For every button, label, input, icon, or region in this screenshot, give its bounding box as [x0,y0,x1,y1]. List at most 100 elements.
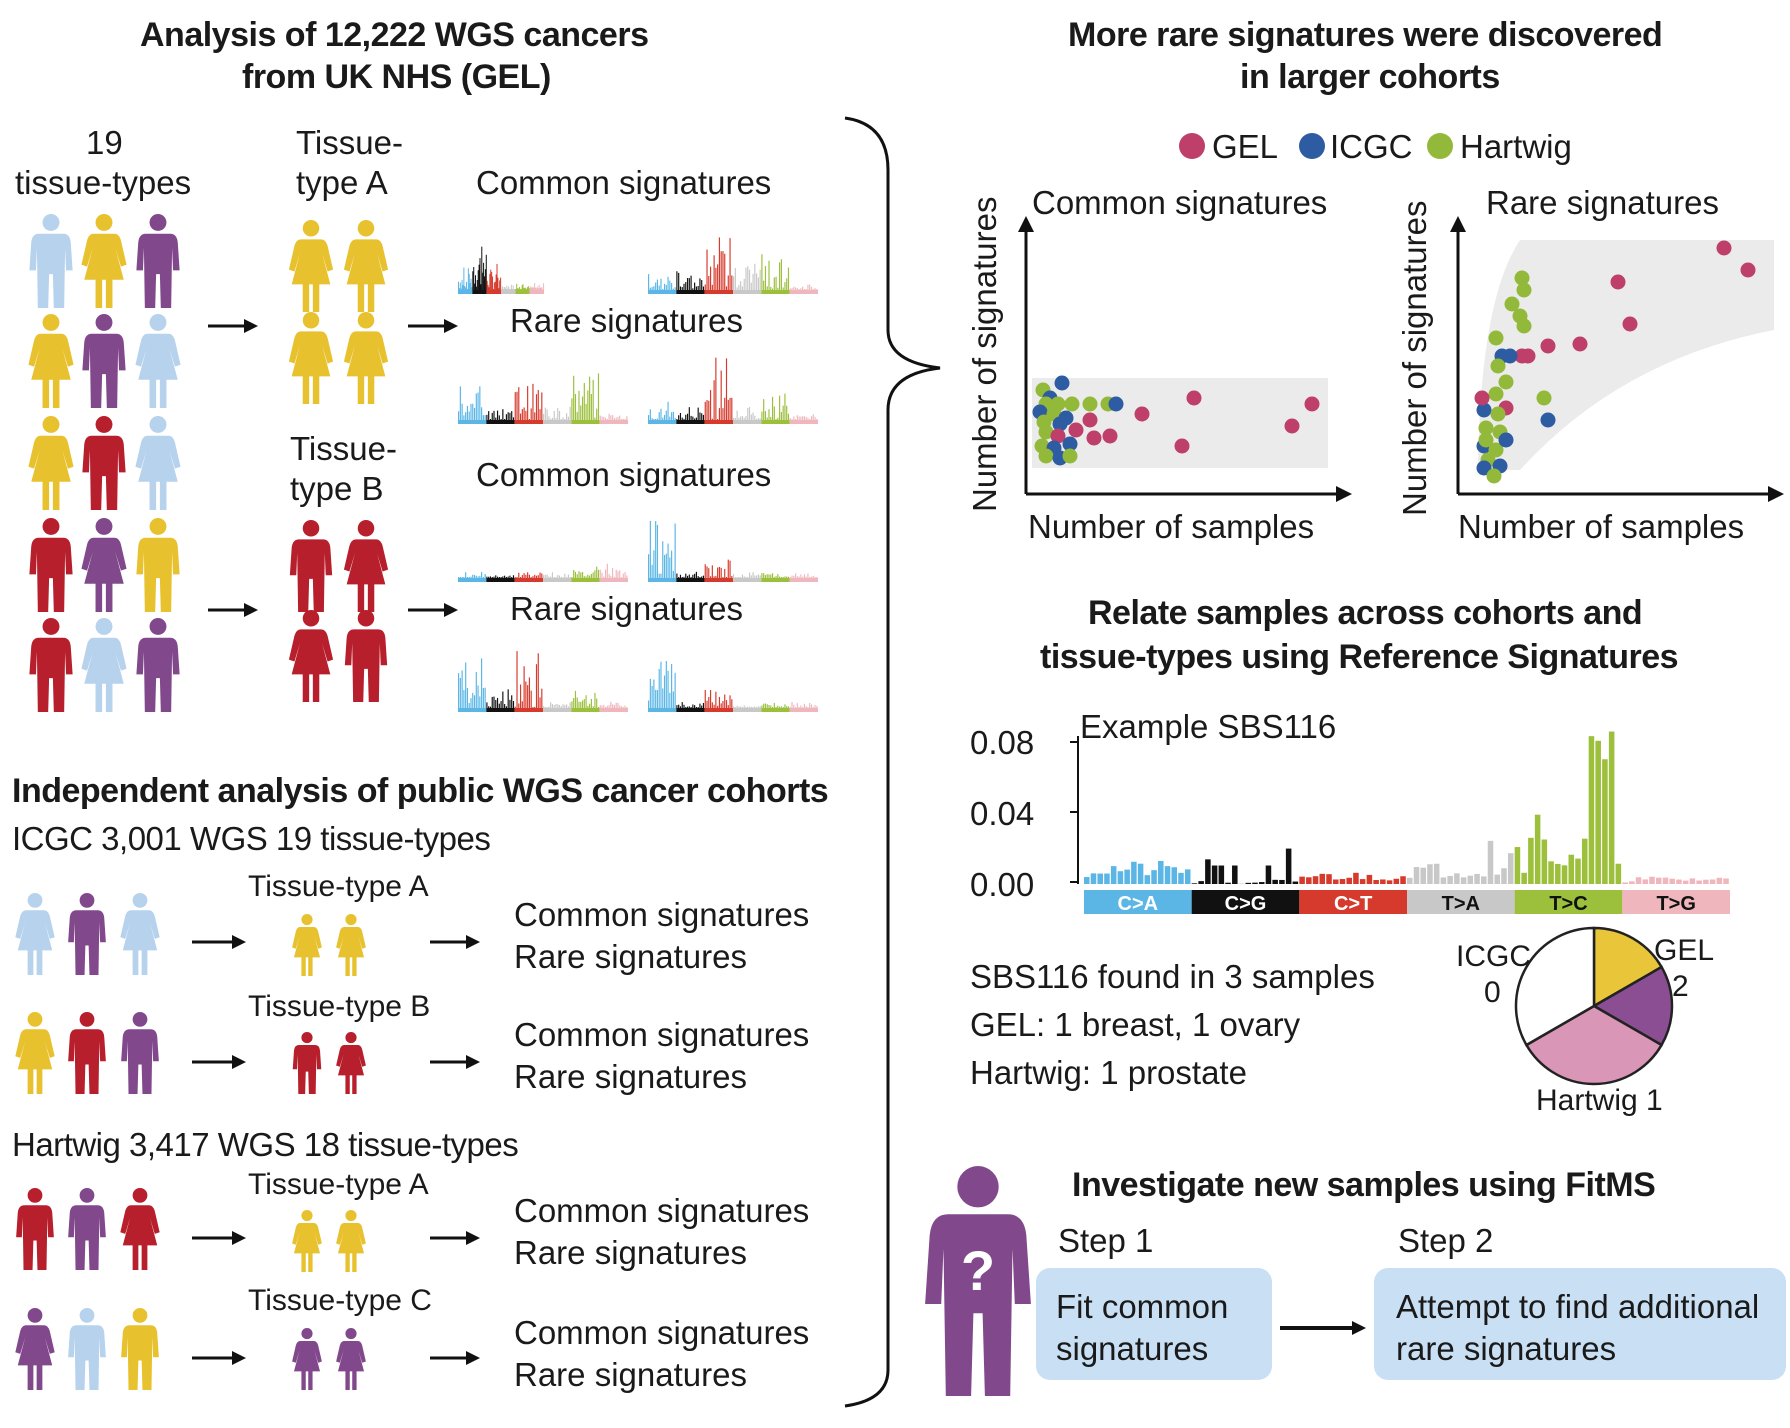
rare-scatter-point [1490,358,1506,374]
spectrum-common-b2-axis-segment [704,578,733,582]
spectrum-common-b1-bar [548,576,550,578]
spectrum-common-a2-bar [768,260,770,290]
example-sbs-title: Example SBS116 [1080,708,1337,745]
spectrum-rare-a2-bar [660,408,662,420]
spectrum-common-b2-bar [768,574,770,578]
spectrum-common-b1-bar [612,567,614,578]
sbs116-bar [1561,865,1568,884]
spectrum-common-a1-bar [483,276,485,290]
spectrum-rare-a2-axis-segment [648,420,677,424]
sbs116-bar [1346,877,1352,884]
spectrum-rare-a2-bar [718,408,721,420]
spectrum-rare-a1-bar [610,415,612,420]
spectrum-common-a1-bar [465,287,467,290]
spectrum-common-a2-bar [757,277,759,290]
pie-gel-count: 2 [1672,970,1689,1003]
spectrum-rare-b2-bar [770,705,772,708]
spectrum-common-b1-bar [587,574,589,578]
spectrum-common-a2-bar [798,289,800,290]
spectrum-rare-a1-bar [543,413,545,420]
spectrum-common-a1-bar [510,284,512,290]
spectrum-common-b1-bar [491,577,493,578]
spectrum-common-b1-bar [626,575,628,578]
arrow-icon-head [466,1055,480,1069]
spectrum-common-a1-bar [459,282,461,290]
spectrum-common-a1-bar [460,288,462,290]
spectrum-rare-b1-bar [601,705,603,708]
spectrum-rare-b2-bar [676,705,678,708]
rare-scatter-point [1476,402,1492,418]
spectrum-common-a2-bar [694,282,696,290]
spectrum-rare-b1-bar [574,690,577,708]
spectrum-rare-a2-bar [694,418,696,420]
spectrum-rare-a1-bar [511,411,513,420]
sbs116-bar [1696,880,1702,884]
spectrum-common-b1-axis-segment [571,578,600,582]
sbs116-bar [1110,866,1117,884]
spectrum-rare-b1-bar [539,697,541,708]
spectrum-rare-b1-bar [534,706,536,708]
legend-hartwig: Hartwig [1460,128,1572,165]
sbs116-bar [1164,866,1171,884]
spectrum-rare-b1-bar [544,707,546,708]
spectrum-rare-b2-bar [793,704,795,708]
hartwig-tissue-c-label: Tissue-type C [248,1284,432,1317]
spectrum-common-a2-bar [773,277,775,290]
spectrum-common-a2-bar [674,287,676,290]
spectrum-rare-a1-bar [477,392,479,420]
spectrum-common-b1-bar [504,575,506,578]
spectrum-rare-b1-bar [596,698,598,708]
spectrum-rare-b2-bar [658,668,660,708]
spectrum-rare-a2-bar [662,417,664,420]
found-line3: Hartwig: 1 prostate [970,1054,1247,1091]
spectrum-rare-b1-bar [511,695,513,708]
spectrum-rare-a1-bar [564,419,566,420]
public-cohort-person-icon [16,1188,54,1270]
spectrum-rare-b1-bar [465,662,467,708]
spectrum-rare-a2-bar [729,397,731,420]
spectrum-common-b2-bar [794,573,797,578]
sbs116-bar [1124,869,1130,884]
spectrum-common-a1-bar [534,283,536,290]
sbs116-bar [1205,859,1211,884]
sbs116-category-label: C>G [1225,893,1267,915]
rare-scatter-xlabel: Number of samples [1458,508,1745,545]
spectrum-rare-a1-axis-segment [599,420,628,424]
spectrum-common-a1-bar [519,288,521,290]
spectrum-common-b2-bar [786,576,788,578]
common-scatter-point [1082,396,1098,412]
spectrum-rare-a1-bar [573,375,575,420]
public-cohort-person-icon [120,1188,160,1270]
spectrum-rare-a2-bar [741,416,744,420]
spectrum-common-b1-bar [463,577,465,578]
spectrum-common-b1-bar [496,576,499,578]
spectrum-rare-b2-bar [683,704,685,708]
cohort-person-icon [136,618,180,712]
spectrum-rare-b1-bar [532,707,534,708]
spectrum-rare-b1-bar [521,701,523,708]
spectrum-common-b2-bar [773,576,775,578]
spectrum-rare-b1-bar [592,706,594,708]
spectrum-common-b1-bar [461,577,463,578]
spectrum-rare-b2-bar [685,707,687,708]
spectrum-common-a1-bar [504,287,506,290]
spectrum-rare-a2-bar [653,418,655,420]
spectrum-rare-b2-bar [708,697,710,708]
spectrum-rare-a1-axis-segment [571,420,600,424]
spectrum-common-b2-bar [750,575,752,578]
sbs116-bar [1265,865,1272,884]
spectrum-common-a2-bar [764,266,767,290]
spectrum-rare-b1-bar [626,707,628,708]
spectrum-rare-b2-bar [702,702,705,708]
spectrum-common-b1-axis-segment [458,578,487,582]
hartwig-tissue-a-label: Tissue-type A [248,1168,429,1201]
sbs116-bar [1521,872,1527,884]
spectrum-rare-b2-bar [692,704,694,708]
spectrum-rare-b2-bar [660,661,662,708]
curly-brace [844,116,941,1408]
spectrum-rare-b2-bar [695,707,697,708]
spectrum-rare-a2-bar [747,407,749,420]
spectrum-common-b1-bar [528,574,531,578]
common-scatter-point [1082,412,1098,428]
spectrum-common-a2-bar [695,286,697,290]
